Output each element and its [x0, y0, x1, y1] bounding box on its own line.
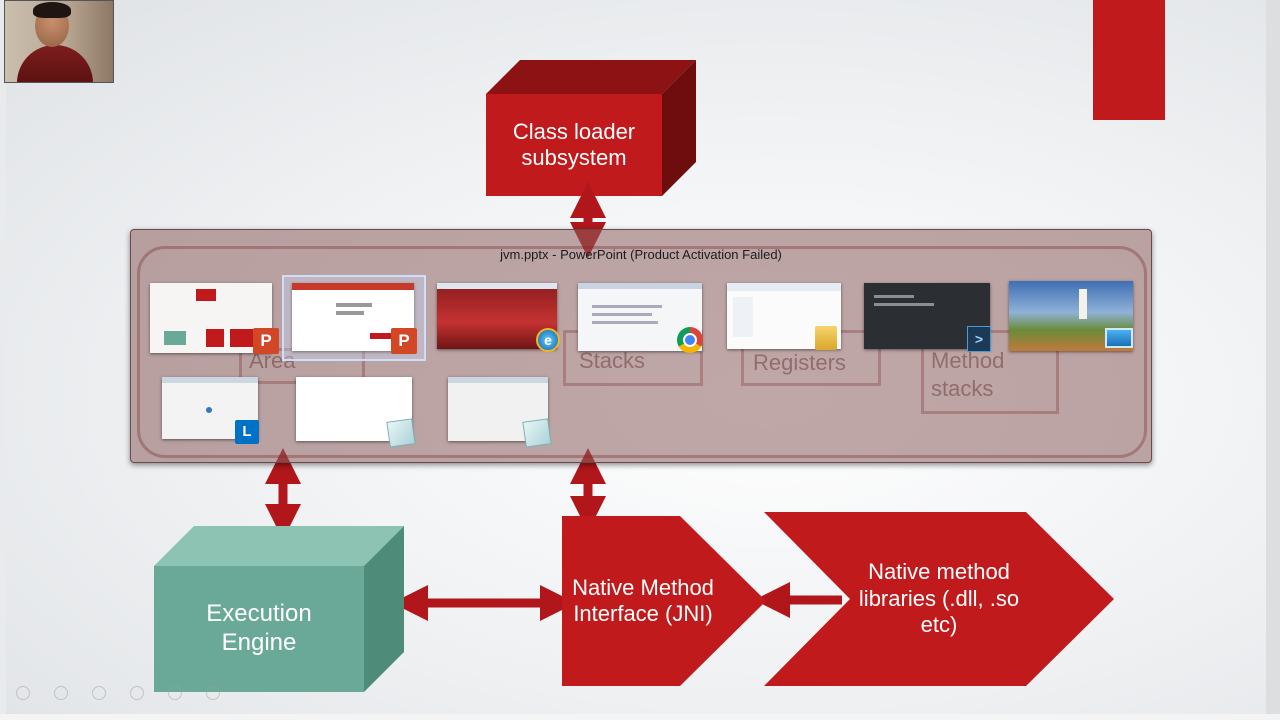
class-loader-box: Class loader subsystem: [486, 60, 696, 196]
previous-slide-icon[interactable]: [16, 686, 30, 700]
thumb-lighthouse: [1079, 289, 1087, 319]
window-thumbnail-file-explorer[interactable]: [727, 283, 841, 349]
thumb-ribbon: [292, 283, 414, 290]
thumb-text: [592, 305, 662, 308]
thumb-shape: [206, 329, 224, 347]
thumb-titlebar: [448, 377, 548, 383]
ghost-label-stacks: Stacks: [579, 348, 646, 373]
native-libraries-label: Native method libraries (.dll, .so etc): [858, 559, 1020, 638]
jni-shape: Native Method Interface (JNI): [562, 516, 766, 686]
presenter-hair: [33, 2, 71, 18]
execution-engine-label: Execution Engine: [154, 566, 364, 692]
thumb-text: [592, 313, 652, 316]
task-switcher: Area Stacks Registers Method stacks jvm.…: [130, 229, 1152, 463]
lync-icon: L: [235, 420, 259, 444]
desktop-icon: [1105, 328, 1133, 348]
thumb-ribbon: [727, 283, 841, 291]
chrome-icon: [677, 327, 703, 353]
powerpoint-icon: P: [253, 328, 279, 354]
thumb-shape: [230, 329, 256, 347]
thumb-button: [370, 333, 392, 339]
bottom-edge: [0, 714, 1280, 720]
powerpoint-icon: P: [391, 328, 417, 354]
left-edge: [0, 0, 6, 720]
ghost-label-registers: Registers: [753, 350, 846, 375]
powershell-icon: >: [967, 326, 991, 352]
thumb-tabstrip: [578, 283, 702, 289]
thumb-text: [874, 303, 934, 306]
next-slide-icon[interactable]: [54, 686, 68, 700]
execution-engine-top-face: [154, 526, 404, 566]
internet-explorer-icon: e: [536, 328, 560, 352]
execution-engine-box: Execution Engine: [154, 526, 404, 692]
thumb-titlebar: [162, 377, 258, 383]
thumb-shape: [164, 331, 186, 345]
zoom-icon[interactable]: [168, 686, 182, 700]
decorative-red-bar: [1093, 0, 1165, 120]
thumb-text: [336, 303, 372, 307]
thumb-dot: [206, 407, 212, 413]
thumb-toolbar: [437, 283, 557, 289]
thumb-navpane: [733, 297, 753, 337]
thumb-text: [592, 321, 658, 324]
notepad-icon: [522, 418, 552, 448]
thumb-text: [336, 311, 364, 315]
ghost-label-method: Method: [931, 348, 1005, 373]
webcam-overlay: [4, 0, 114, 83]
thumb-text: [874, 295, 914, 298]
ghost-runtime-area: [137, 246, 1147, 458]
switcher-window-title: jvm.pptx - PowerPoint (Product Activatio…: [500, 247, 782, 262]
slideshow-toolbar: [16, 682, 246, 702]
class-loader-top-face: [486, 60, 696, 94]
jni-label: Native Method Interface (JNI): [572, 574, 714, 626]
window-thumbnail-jvm-diagram[interactable]: [150, 283, 272, 353]
native-libraries-shape: Native method libraries (.dll, .so etc): [764, 512, 1114, 686]
ghost-label-stacks-2: stacks: [931, 376, 994, 401]
folder-icon: [815, 326, 837, 350]
notepad-icon: [386, 418, 416, 448]
thumb-shape: [196, 289, 216, 301]
pen-icon[interactable]: [92, 686, 106, 700]
class-loader-label: Class loader subsystem: [486, 94, 662, 196]
right-edge: [1266, 0, 1280, 720]
slides-grid-icon[interactable]: [130, 686, 144, 700]
more-options-icon[interactable]: [206, 686, 220, 700]
